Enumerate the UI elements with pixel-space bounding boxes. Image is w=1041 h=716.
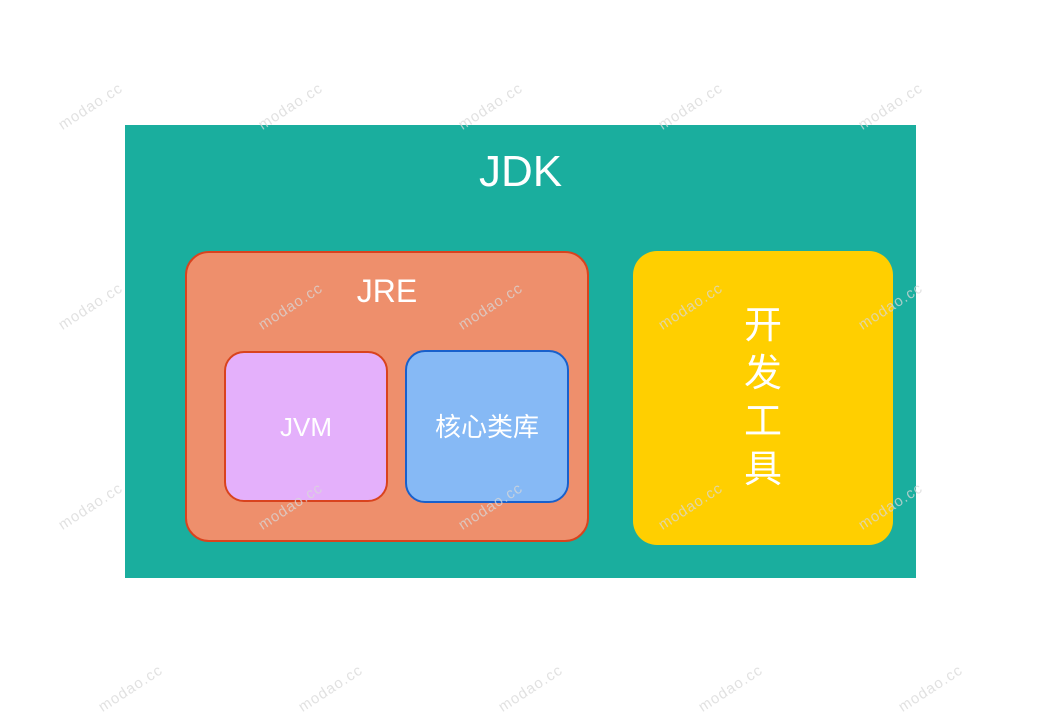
jvm-box: JVM xyxy=(224,351,388,502)
watermark: modao.cc xyxy=(55,479,126,534)
watermark: modao.cc xyxy=(495,661,566,716)
jre-label: JRE xyxy=(356,273,418,309)
jre-box: JRE JVM 核心类库 xyxy=(185,251,589,542)
jdk-box: JDK JRE JVM 核心类库 开发工具 xyxy=(125,125,916,578)
jvm-label: JVM xyxy=(280,411,332,442)
jdk-label: JDK xyxy=(478,147,563,196)
watermark: modao.cc xyxy=(55,279,126,334)
watermark: modao.cc xyxy=(895,661,966,716)
core-libraries-label: 核心类库 xyxy=(434,411,539,442)
dev-tools-label: 开发工具 xyxy=(743,305,782,491)
watermark: modao.cc xyxy=(295,661,366,716)
core-libraries-box: 核心类库 xyxy=(405,350,569,503)
watermark: modao.cc xyxy=(695,661,766,716)
watermark: modao.cc xyxy=(55,79,126,134)
watermark: modao.cc xyxy=(95,661,166,716)
dev-tools-box: 开发工具 xyxy=(633,251,893,545)
